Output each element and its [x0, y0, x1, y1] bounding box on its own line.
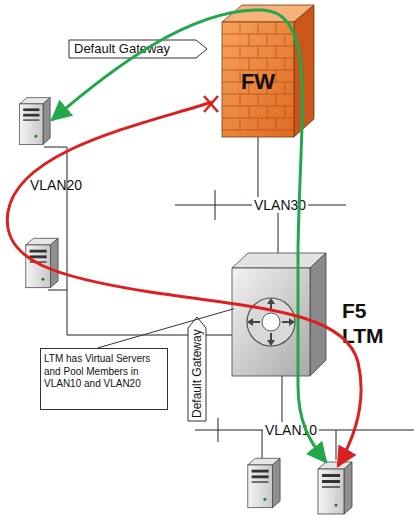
- vlan-label: VLAN10: [263, 422, 319, 438]
- vlan-label: VLAN30: [252, 197, 308, 213]
- server-icon: [318, 462, 352, 514]
- gateway-label: Default Gateway: [186, 328, 208, 420]
- gateway-arrow: Default Gateway: [186, 316, 208, 422]
- vlan-label: VLAN20: [30, 177, 82, 193]
- gateway-arrow: Default Gateway: [68, 38, 208, 60]
- gateway-label: Default Gateway: [74, 38, 170, 60]
- blocked-mark: [204, 96, 218, 112]
- load-balancer-icon: [232, 252, 328, 378]
- blocked-flow: [7, 102, 361, 466]
- callout-text: LTM has Virtual Servers and Pool Members…: [44, 353, 164, 391]
- vlan20-wiring: [44, 147, 236, 335]
- firewall-label: FW: [222, 70, 294, 94]
- device-label: F5 LTM: [342, 298, 390, 348]
- load-balancer: F5 LTM: [232, 252, 392, 378]
- vlan10-wiring: [195, 376, 414, 460]
- firewall: FW: [222, 4, 317, 138]
- server-icon: [248, 458, 280, 507]
- callout-box: LTM has Virtual Servers and Pool Members…: [40, 348, 168, 410]
- server-icon: [26, 238, 58, 287]
- leader-line: [98, 309, 234, 348]
- vlan30-wiring: [175, 137, 346, 258]
- server-icon: [20, 98, 51, 145]
